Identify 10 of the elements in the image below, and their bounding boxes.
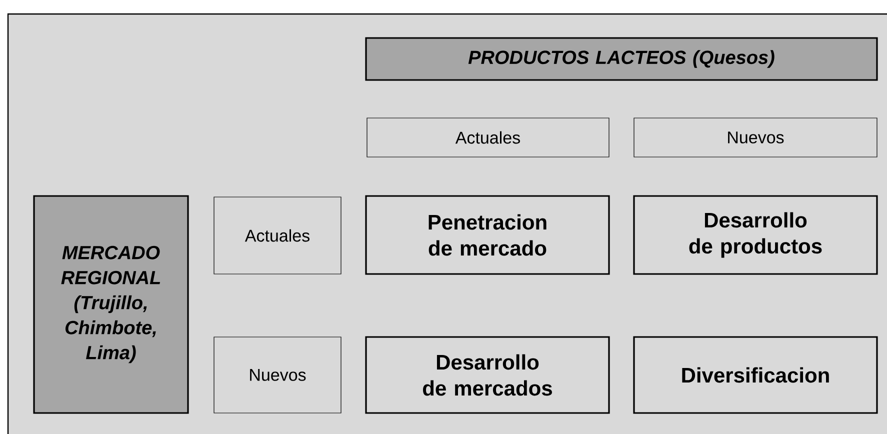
row-header-box: MERCADO REGIONAL (Trujillo, Chimbote, Lima): [33, 195, 189, 414]
header-box: PRODUCTOS LACTEOS (Quesos): [365, 37, 878, 81]
row-label-box: Nuevos: [214, 336, 342, 414]
column-label-box: Actuales: [366, 118, 610, 158]
row-label-box: Actuales: [214, 196, 342, 274]
column-label-box: Nuevos: [634, 118, 878, 158]
strategy-box: Penetracion de mercado: [365, 195, 610, 275]
strategy-box: Desarrollo de mercados: [365, 336, 610, 414]
strategy-box: Desarrollo de productos: [633, 195, 878, 275]
strategy-box: Diversificacion: [633, 336, 878, 414]
